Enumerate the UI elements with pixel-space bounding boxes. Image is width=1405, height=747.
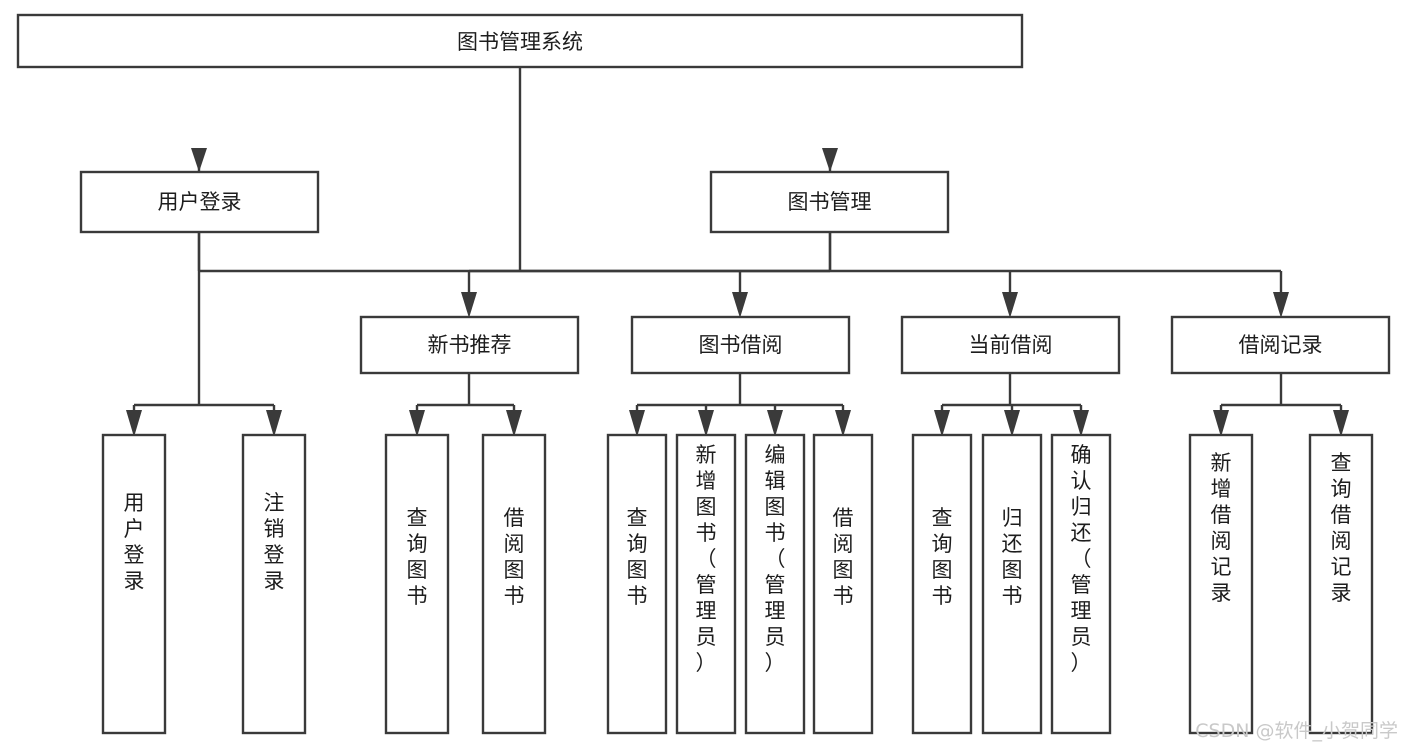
node-leaf-user-login-box[interactable] xyxy=(101,433,167,735)
node-root[interactable]: 图书管理系统 xyxy=(16,13,1024,69)
node-leaf-logout-label: 注销登录 xyxy=(264,491,285,593)
node-leaf-borrow-book-1[interactable]: 借阅图书 xyxy=(481,433,547,735)
node-leaf-borrow-book-1-label: 借阅图书 xyxy=(504,506,525,608)
node-leaf-return-book[interactable]: 归还图书 xyxy=(981,433,1043,735)
connector-group-userlogin xyxy=(126,232,282,437)
node-current-borrow-label: 当前借阅 xyxy=(969,333,1053,357)
node-root-box[interactable] xyxy=(16,13,1024,69)
node-book-management[interactable]: 图书管理 xyxy=(709,170,950,234)
arrow-head-leaf-query-borrow-record xyxy=(1333,410,1349,437)
node-book-borrow[interactable]: 图书借阅 xyxy=(630,315,851,375)
node-leaf-add-borrow-record-label: 新增借阅记录 xyxy=(1211,451,1232,605)
node-book-management-label: 图书管理 xyxy=(788,190,872,214)
arrow-head-borrow-record xyxy=(1273,292,1289,318)
node-leaf-confirm-return-admin-box[interactable] xyxy=(1050,433,1112,735)
node-leaf-add-borrow-record-box[interactable] xyxy=(1188,433,1254,735)
arrow-head-leaf-borrow-book-2 xyxy=(835,410,851,437)
connector-group-newbook xyxy=(409,373,522,437)
arrow-head-leaf-query-book-2 xyxy=(629,410,645,437)
node-book-borrow-label: 图书借阅 xyxy=(699,333,783,357)
node-leaf-confirm-return-admin-label: 确认归还（管理员） xyxy=(1071,443,1092,675)
connector-group-borrowrecord xyxy=(1213,373,1349,437)
node-leaf-user-login[interactable]: 用户登录 xyxy=(101,433,167,735)
arrow-head-leaf-return-book xyxy=(1004,410,1020,437)
node-borrow-record-box[interactable] xyxy=(1170,315,1391,375)
arrow-head-userlogin xyxy=(191,148,207,172)
connector-group-bookborrow xyxy=(629,373,851,437)
csdn-watermark: CSDN @软件_小贺同学 xyxy=(1195,720,1398,742)
arrow-head-leaf-add-borrow-record xyxy=(1213,410,1229,437)
node-new-book-recommend[interactable]: 新书推荐 xyxy=(359,315,580,375)
arrow-head-book-borrow xyxy=(732,292,748,318)
arrow-head-bookmgmt xyxy=(822,148,838,172)
node-leaf-query-book-2[interactable]: 查询图书 xyxy=(606,433,668,735)
node-leaf-add-book-admin-label: 新增图书（管理员） xyxy=(696,443,717,675)
arrow-head-current-borrow xyxy=(1002,292,1018,318)
node-user-login-label: 用户登录 xyxy=(158,190,242,214)
node-leaf-return-book-box[interactable] xyxy=(981,433,1043,735)
node-borrow-record-label: 借阅记录 xyxy=(1239,333,1323,357)
node-book-management-box[interactable] xyxy=(709,170,950,234)
connector-group-root xyxy=(191,67,838,273)
node-leaf-query-borrow-record-label: 查询借阅记录 xyxy=(1331,451,1352,605)
node-leaf-query-book-2-box[interactable] xyxy=(606,433,668,735)
node-leaf-borrow-book-1-box[interactable] xyxy=(481,433,547,735)
node-leaf-return-book-label: 归还图书 xyxy=(1002,506,1023,608)
node-leaf-confirm-return-admin[interactable]: 确认归还（管理员） xyxy=(1050,433,1112,735)
arrow-head-leaf-logout xyxy=(266,410,282,437)
node-leaf-query-book-3-box[interactable] xyxy=(911,433,973,735)
node-leaf-query-borrow-record-box[interactable] xyxy=(1308,433,1374,735)
node-leaf-edit-book-admin-box[interactable] xyxy=(744,433,806,735)
node-leaf-query-book-2-label: 查询图书 xyxy=(627,506,648,608)
node-new-book-recommend-box[interactable] xyxy=(359,315,580,375)
node-new-book-recommend-label: 新书推荐 xyxy=(428,333,512,357)
arrow-head-leaf-confirm-return-admin xyxy=(1073,410,1089,437)
arrow-head-leaf-query-book-1 xyxy=(409,410,425,437)
node-leaf-borrow-book-2-box[interactable] xyxy=(812,433,874,735)
node-user-login[interactable]: 用户登录 xyxy=(79,170,320,234)
arrow-head-leaf-borrow-book-1 xyxy=(506,410,522,437)
node-leaf-query-book-3[interactable]: 查询图书 xyxy=(911,433,973,735)
node-leaf-edit-book-admin-label: 编辑图书（管理员） xyxy=(765,443,786,675)
arrow-head-leaf-add-book-admin xyxy=(698,410,714,437)
arrow-head-leaf-query-book-3 xyxy=(934,410,950,437)
node-borrow-record[interactable]: 借阅记录 xyxy=(1170,315,1391,375)
node-leaf-query-borrow-record[interactable]: 查询借阅记录 xyxy=(1308,433,1374,735)
node-current-borrow-box[interactable] xyxy=(900,315,1121,375)
node-leaf-logout-box[interactable] xyxy=(241,433,307,735)
node-leaf-borrow-book-2[interactable]: 借阅图书 xyxy=(812,433,874,735)
node-leaf-edit-book-admin[interactable]: 编辑图书（管理员） xyxy=(744,433,806,735)
node-root-label: 图书管理系统 xyxy=(457,30,583,54)
node-leaf-add-borrow-record[interactable]: 新增借阅记录 xyxy=(1188,433,1254,735)
node-current-borrow[interactable]: 当前借阅 xyxy=(900,315,1121,375)
node-leaf-query-book-1-label: 查询图书 xyxy=(407,506,428,608)
node-leaf-user-login-label: 用户登录 xyxy=(124,491,145,593)
connector-group-currentborrow xyxy=(934,373,1089,437)
node-leaf-logout[interactable]: 注销登录 xyxy=(241,433,307,735)
node-user-login-box[interactable] xyxy=(79,170,320,234)
connector-group-bookmgmt xyxy=(461,232,1289,318)
node-leaf-borrow-book-2-label: 借阅图书 xyxy=(833,506,854,608)
node-leaf-query-book-1[interactable]: 查询图书 xyxy=(384,433,450,735)
node-leaf-add-book-admin-box[interactable] xyxy=(675,433,737,735)
node-leaf-query-book-1-box[interactable] xyxy=(384,433,450,735)
node-leaf-query-book-3-label: 查询图书 xyxy=(932,506,953,608)
arrow-head-new-book-recommend xyxy=(461,292,477,318)
node-book-borrow-box[interactable] xyxy=(630,315,851,375)
arrow-head-leaf-edit-book-admin xyxy=(767,410,783,437)
node-leaf-add-book-admin[interactable]: 新增图书（管理员） xyxy=(675,433,737,735)
arrow-head-leaf-user-login xyxy=(126,410,142,437)
